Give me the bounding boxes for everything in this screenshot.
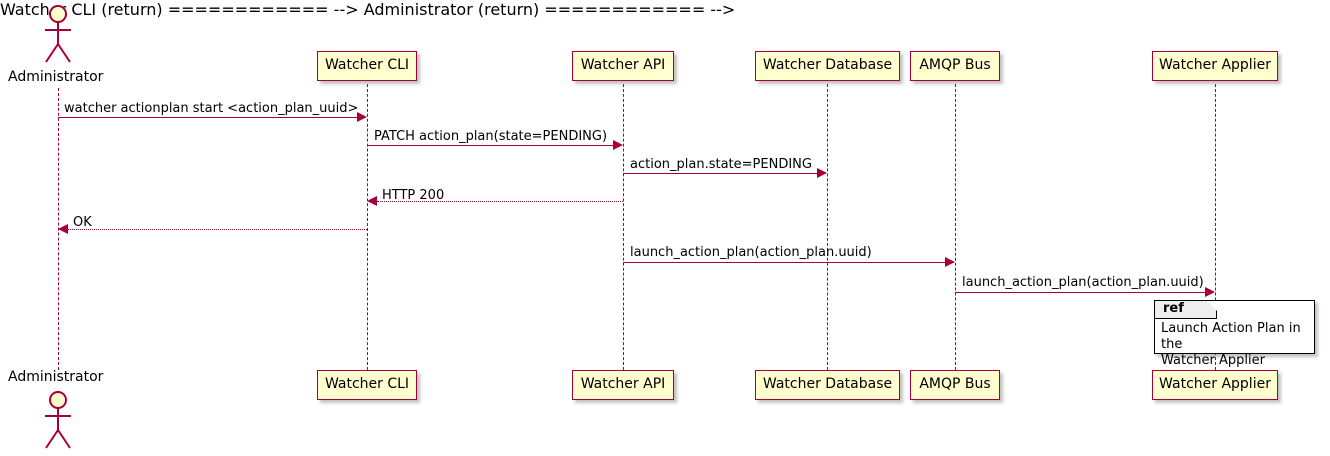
message-line-3 <box>623 173 817 174</box>
message-arrowhead-7 <box>1205 287 1215 297</box>
participant-watcher-api-bottom[interactable]: Watcher API <box>572 370 674 400</box>
participant-watcher-database-bottom[interactable]: Watcher Database <box>755 370 900 400</box>
message-label-2: PATCH action_plan(state=PENDING) <box>374 129 608 144</box>
participant-watcher-api-top[interactable]: Watcher API <box>572 51 674 81</box>
message-label-1: watcher actionplan start <action_plan_uu… <box>64 101 359 116</box>
message-line-2 <box>367 145 613 146</box>
participant-watcher-cli-bottom[interactable]: Watcher CLI <box>317 370 417 400</box>
message-arrowhead-1 <box>357 112 367 122</box>
participant-amqp-bus-top[interactable]: AMQP Bus <box>910 51 1000 81</box>
lifeline-watcher-cli <box>367 84 368 370</box>
ref-fragment-launch-action-plan[interactable]: ref Launch Action Plan in the Watcher Ap… <box>1154 300 1315 368</box>
message-arrowhead-4 <box>367 196 377 206</box>
participant-watcher-cli-top[interactable]: Watcher CLI <box>317 51 417 81</box>
message-line-6 <box>623 262 945 263</box>
participant-watcher-database-top[interactable]: Watcher Database <box>755 51 900 81</box>
participant-watcher-applier-bottom[interactable]: Watcher Applier <box>1152 370 1278 400</box>
message-line-4 <box>377 201 623 202</box>
message-label-5: OK <box>73 215 92 230</box>
message-line-7 <box>955 292 1205 293</box>
message-arrowhead-2 <box>613 140 623 150</box>
participant-amqp-bus-bottom[interactable]: AMQP Bus <box>910 370 1000 400</box>
message-label-3: action_plan.state=PENDING <box>630 157 812 172</box>
message-arrowhead-5 <box>58 224 68 234</box>
message-label-4: HTTP 200 <box>382 188 445 203</box>
message-line-5 <box>68 229 367 230</box>
actor-label-administrator-top: Administrator <box>8 69 104 85</box>
lifeline-watcher-database <box>827 84 828 370</box>
ref-fragment-text: Launch Action Plan in the Watcher Applie… <box>1161 321 1301 368</box>
message-arrowhead-3 <box>817 168 827 178</box>
actor-stick-figure-icon <box>45 5 71 63</box>
actor-stick-figure-icon <box>45 391 71 449</box>
ref-fragment-operator-label: ref <box>1155 301 1217 319</box>
message-label-6: launch_action_plan(action_plan.uuid) <box>630 245 872 260</box>
message-line-1 <box>58 117 358 118</box>
message-label-7: launch_action_plan(action_plan.uuid) <box>962 275 1204 290</box>
message-arrowhead-6 <box>945 257 955 267</box>
actor-administrator-top <box>38 4 78 66</box>
actor-label-administrator-bottom: Administrator <box>8 369 104 385</box>
lifeline-watcher-applier <box>1215 84 1216 370</box>
lifeline-amqp-bus <box>955 84 956 370</box>
lifeline-watcher-api <box>623 84 624 370</box>
actor-administrator-bottom <box>38 390 78 452</box>
participant-watcher-applier-top[interactable]: Watcher Applier <box>1152 51 1278 81</box>
